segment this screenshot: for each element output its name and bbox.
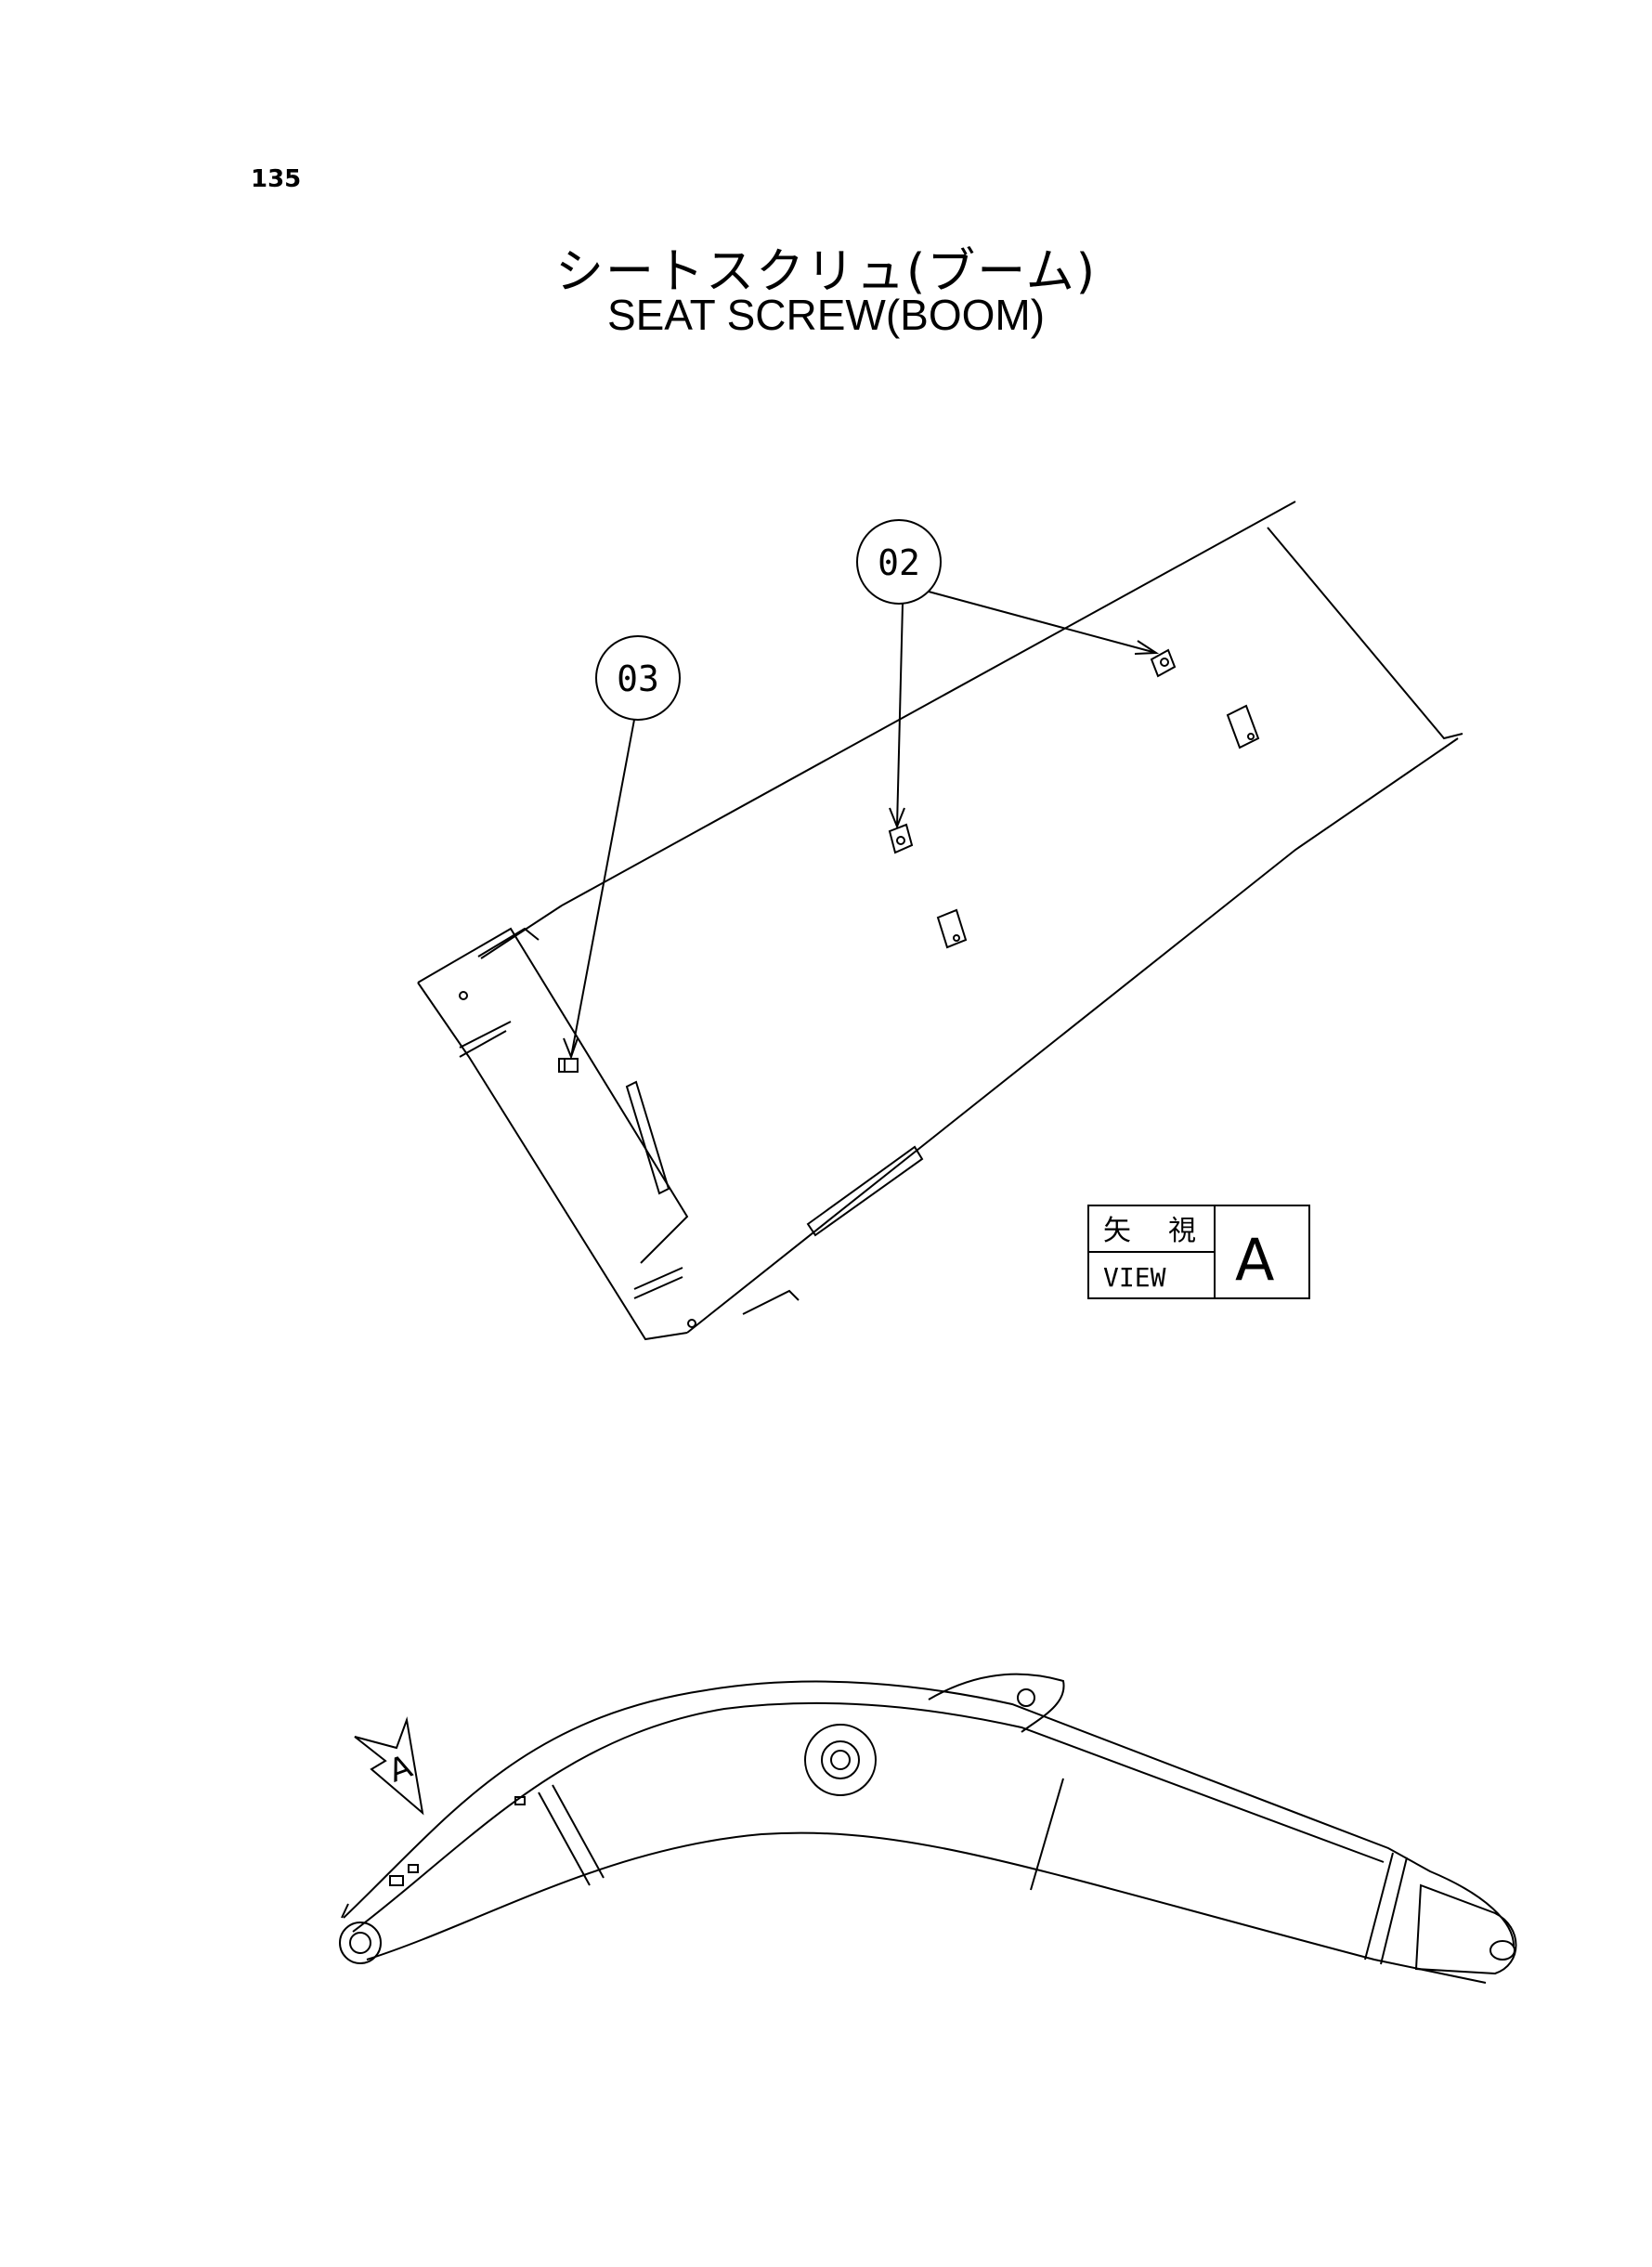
callout-03 bbox=[563, 635, 681, 1060]
callout-02 bbox=[856, 519, 1160, 829]
view-a-arrow-icon bbox=[354, 1716, 424, 1816]
seat-pad-4 bbox=[936, 908, 968, 949]
seat-screw-item-03 bbox=[558, 1058, 579, 1073]
seat-pad-1 bbox=[1150, 648, 1177, 678]
view-a-label-box bbox=[1087, 1205, 1310, 1299]
seat-pad-3 bbox=[888, 823, 914, 854]
callout-label-03: 03 bbox=[617, 658, 659, 699]
page-number: 135 bbox=[251, 165, 302, 193]
boom-top-view bbox=[417, 501, 1463, 1341]
view-label-letter: A bbox=[1235, 1226, 1274, 1294]
view-label-jp-right: 視 bbox=[1168, 1215, 1196, 1247]
callout-label-02: 02 bbox=[878, 542, 920, 583]
view-label-jp-left: 矢 bbox=[1103, 1215, 1131, 1247]
seat-pad-2 bbox=[1226, 704, 1260, 749]
boom-side-view bbox=[339, 1673, 1517, 1984]
view-label-en: VIEW bbox=[1103, 1262, 1166, 1293]
title-japanese: シートスクリュ(ブーム) bbox=[554, 244, 1097, 300]
title-english: SEAT SCREW(BOOM) bbox=[606, 291, 1046, 339]
